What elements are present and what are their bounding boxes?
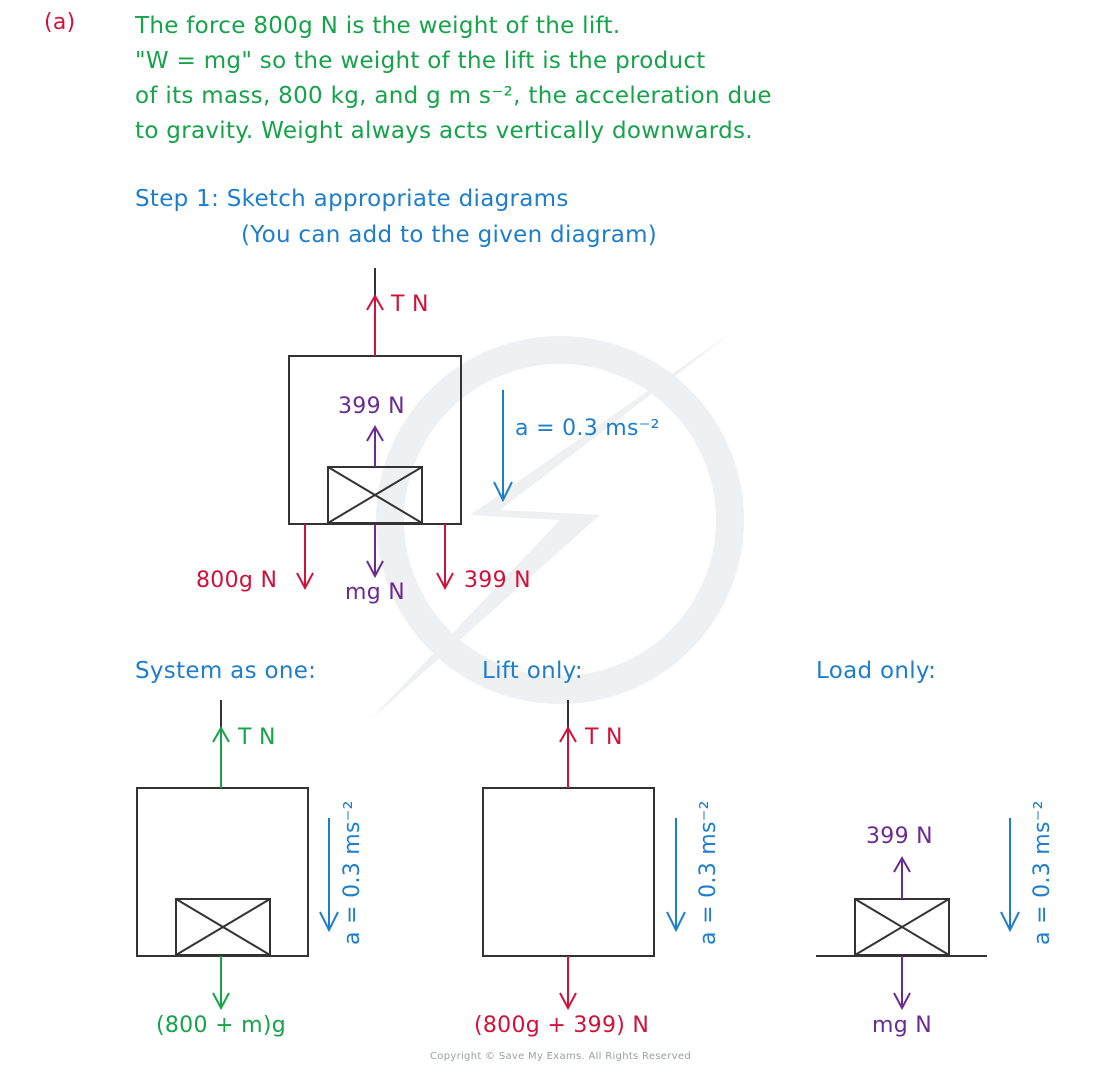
system-acceleration-label: a = 0.3 ms⁻² bbox=[340, 800, 365, 945]
main-tension-label: T N bbox=[391, 292, 429, 317]
main-lift-diagram bbox=[288, 268, 513, 591]
load-only-weight-label: mg N bbox=[872, 1013, 933, 1038]
system-weight-label: (800 + m)g bbox=[156, 1013, 286, 1038]
lift-only-acceleration-label: a = 0.3 ms⁻² bbox=[696, 800, 721, 945]
lift-only-tension-label: T N bbox=[585, 725, 623, 750]
main-reaction-up-label: 399 N bbox=[338, 394, 405, 419]
part-label: (a) bbox=[44, 10, 76, 35]
intro-line-1: The force 800g N is the weight of the li… bbox=[135, 13, 621, 39]
intro-line-3: of its mass, 800 kg, and g m s⁻², the ac… bbox=[135, 83, 772, 109]
system-tension-label: T N bbox=[238, 725, 276, 750]
main-acceleration-label: a = 0.3 ms⁻² bbox=[515, 416, 660, 441]
load-only-diagram bbox=[816, 818, 1020, 1011]
lift-only-weight-label: (800g + 399) N bbox=[474, 1013, 650, 1038]
copyright-notice: Copyright © Save My Exams. All Rights Re… bbox=[430, 1051, 691, 1062]
lift-only-title: Lift only: bbox=[482, 658, 583, 684]
intro-line-4: to gravity. Weight always acts verticall… bbox=[135, 118, 753, 144]
system-diagram bbox=[136, 700, 339, 1011]
load-only-reaction-label: 399 N bbox=[866, 824, 933, 849]
system-title: System as one: bbox=[135, 658, 317, 684]
watermark-logo bbox=[370, 330, 744, 720]
lift-only-diagram bbox=[482, 700, 686, 1011]
main-lift-weight-label: 800g N bbox=[196, 568, 278, 593]
intro-line-2: "W = mg" so the weight of the lift is th… bbox=[135, 48, 706, 74]
step1-heading: Step 1: Sketch appropriate diagrams bbox=[135, 186, 569, 212]
load-only-acceleration-label: a = 0.3 ms⁻² bbox=[1030, 800, 1055, 945]
step1-note: (You can add to the given diagram) bbox=[241, 222, 658, 248]
main-load-weight-label: mg N bbox=[345, 580, 406, 605]
main-reaction-down-label: 399 N bbox=[464, 568, 531, 593]
load-only-title: Load only: bbox=[816, 658, 937, 684]
